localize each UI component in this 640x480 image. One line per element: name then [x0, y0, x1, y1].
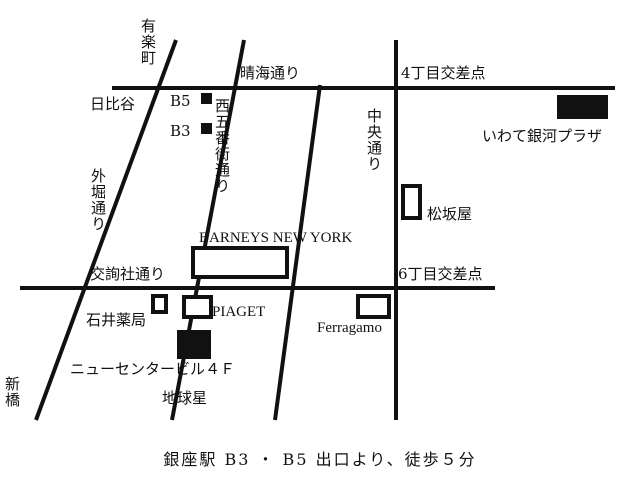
piaget-label: PIAGET: [212, 304, 265, 320]
ferragamo-label: Ferragamo: [317, 320, 382, 336]
ishii-building: [151, 294, 168, 314]
sotobori-dori-line: [34, 39, 178, 421]
exit-b5-label: B5: [170, 92, 191, 110]
barneys-building: [191, 246, 289, 279]
chikyuusei-label: 地球星: [162, 389, 207, 407]
crossing-4-label: 4丁目交差点: [401, 64, 486, 82]
new-center-building: [177, 330, 211, 359]
matsuzakaya-building: [401, 184, 422, 220]
new-center-label: ニューセンタービル４Ｆ: [70, 360, 235, 378]
barneys-label: BARNEYS NEW YORK: [199, 230, 353, 246]
ferragamo-building: [356, 294, 391, 319]
hibiya-label: 日比谷: [90, 95, 135, 113]
harumi-label: 晴海通り: [240, 64, 300, 82]
street-line-3: [273, 84, 322, 421]
sotobori-label: 外堀通り: [89, 168, 107, 232]
yurakucho-label: 有楽町: [139, 18, 157, 66]
piaget-building: [182, 295, 213, 319]
street-lines: [20, 39, 615, 421]
exit-b3-marker: [201, 123, 212, 134]
crossing-6-label: 6丁目交差点: [398, 265, 483, 283]
koujunsha-label: 交詢社通り: [90, 265, 165, 283]
nishigoban-label: 西五番街通り: [213, 98, 231, 194]
exit-b3-label: B3: [170, 122, 191, 140]
chuo-label: 中央通り: [365, 108, 383, 172]
shinbashi-label: 新橋: [3, 376, 21, 408]
iwate-plaza-building: [557, 95, 608, 119]
access-caption: 銀座駅 B3 ・ B5 出口より、徒歩５分: [163, 450, 476, 469]
matsuzakaya-label: 松坂屋: [427, 205, 472, 223]
ishii-label: 石井薬局: [86, 311, 146, 329]
iwate-plaza-label: いわて銀河プラザ: [482, 127, 602, 145]
exit-b5-marker: [201, 93, 212, 104]
